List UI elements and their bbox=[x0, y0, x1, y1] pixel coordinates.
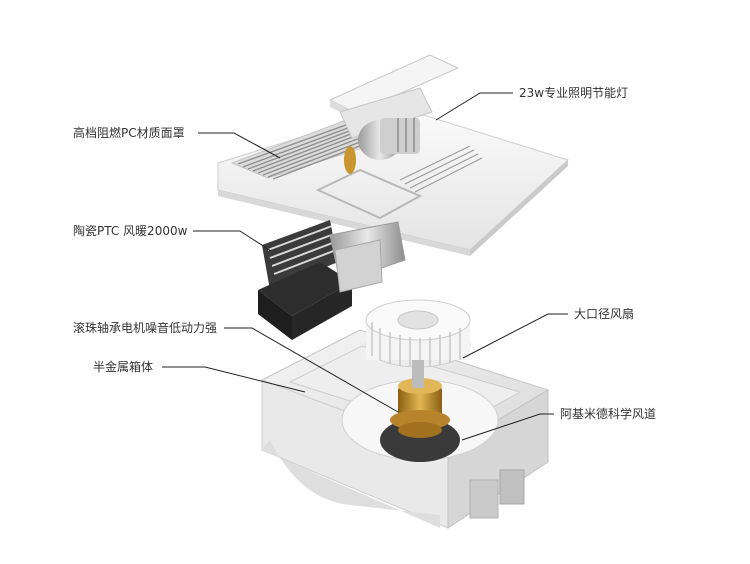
label-housing: 半金属箱体 bbox=[93, 360, 154, 374]
face-cover-panel bbox=[217, 106, 569, 256]
leader-line-fan bbox=[462, 313, 568, 359]
large-diameter-fan bbox=[365, 299, 471, 388]
label-motor: 滚珠轴承电机噪音低动力强 bbox=[73, 321, 218, 335]
label-lamp: 23w专业照明节能灯 bbox=[519, 86, 629, 100]
label-air-duct: 阿基米德科学风道 bbox=[560, 407, 657, 421]
lamp-module bbox=[328, 54, 460, 174]
leader-line-airduct bbox=[461, 413, 554, 441]
label-ptc-heater: 陶瓷PTC 风暖2000w bbox=[73, 224, 188, 238]
leader-line-heater bbox=[193, 230, 272, 252]
label-fan: 大口径风扇 bbox=[574, 307, 635, 321]
leader-line-motor bbox=[224, 327, 399, 413]
ball-bearing-motor bbox=[390, 378, 450, 438]
leader-line-cover bbox=[198, 132, 281, 159]
label-face-cover: 高档阻燃PC材质面罩 bbox=[73, 126, 185, 140]
leader-line-lamp bbox=[435, 92, 513, 121]
ptc-heater-module bbox=[258, 220, 406, 340]
leader-line-housing bbox=[162, 366, 306, 393]
